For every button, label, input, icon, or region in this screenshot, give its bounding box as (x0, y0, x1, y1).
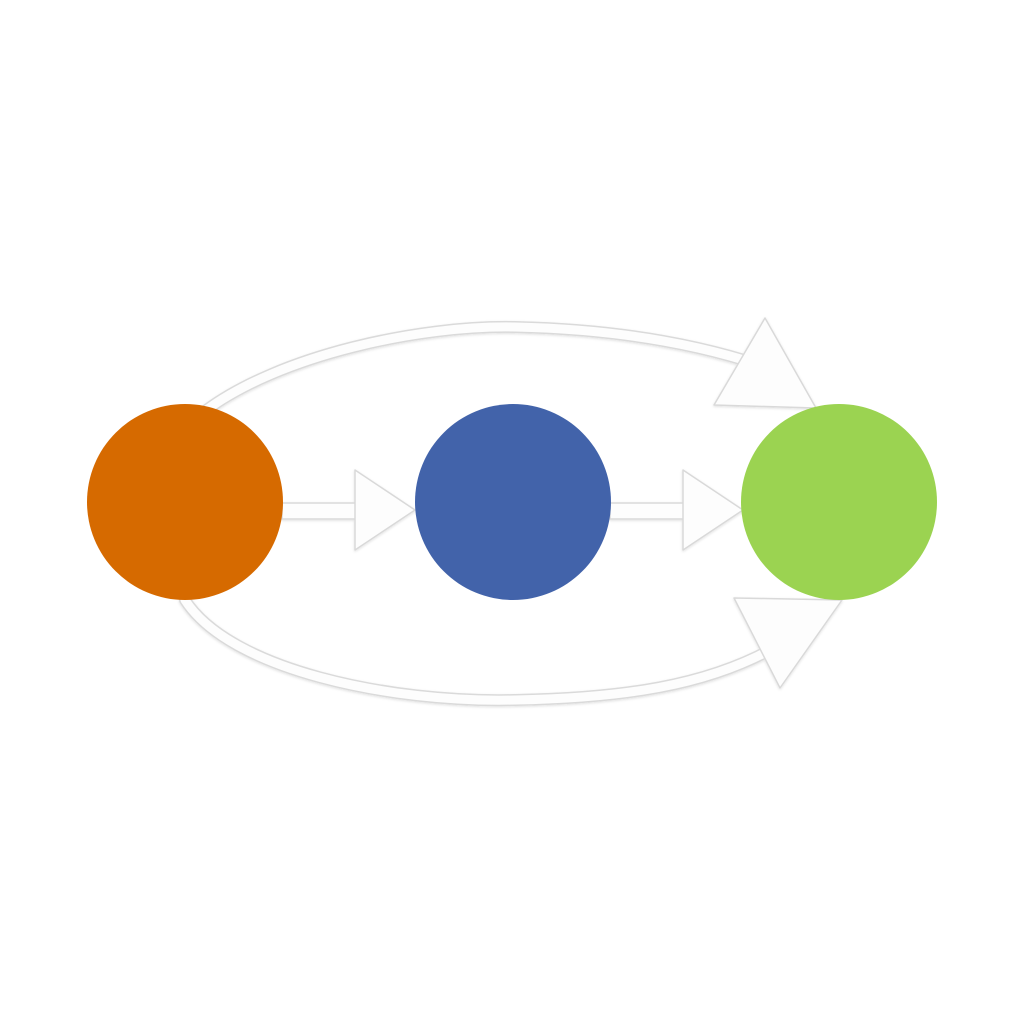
arc-arrow-bottom (179, 594, 843, 707)
arc-arrow-bottom-shaft-inner (180, 595, 775, 705)
arc-arrow-bottom-head (733, 597, 843, 689)
node-right-circle (741, 404, 937, 600)
arc-arrow-top-shaft-inner (200, 322, 765, 416)
arc-arrow-top-head (713, 317, 817, 409)
arrow-middle-to-right-shaft (609, 502, 687, 520)
arrow-middle-to-right-head (682, 469, 744, 551)
arrow-middle-to-right (609, 469, 744, 551)
node-left-circle (87, 404, 283, 600)
arrow-left-to-middle (281, 469, 416, 551)
arrow-left-to-middle-shaft (281, 502, 359, 520)
node-middle-circle (415, 404, 611, 600)
arc-arrow-top (199, 317, 817, 417)
arrow-left-to-middle-head (354, 469, 416, 551)
